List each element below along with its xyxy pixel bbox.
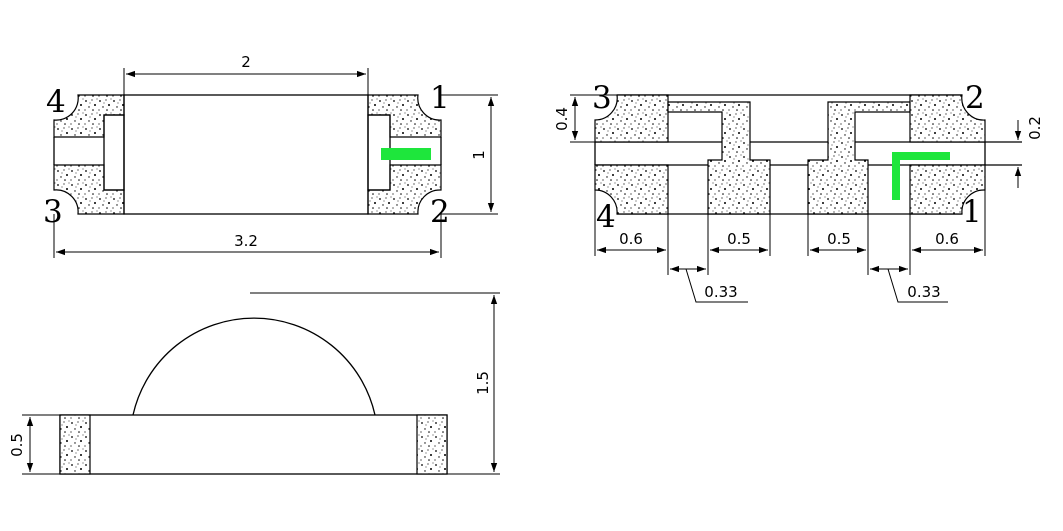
pad-layout-pad-4 [594, 164, 669, 215]
dim-width-label: 1 [470, 150, 488, 160]
side-view-base [59, 414, 448, 475]
top-view-polarity-mark [381, 148, 431, 160]
pad-layout-view: 0.4 0.2 0.6 0.5 0.5 0.6 0.33 0.33 [553, 80, 1044, 303]
pad-layout-polarity-mark-horizontal [892, 152, 950, 160]
top-view: 2 3.2 1 4 1 3 2 [43, 53, 498, 258]
pad-layout-pad-2 [909, 94, 986, 143]
pad-layout-polarity-mark-vertical [892, 152, 900, 200]
top-view-left-slot [103, 114, 125, 191]
pad-layout-pin-2: 2 [965, 80, 985, 116]
dim-left-offset-label: 0.33 [704, 283, 737, 301]
dim-left-pad-label: 0.6 [619, 230, 643, 248]
side-view-lens [132, 317, 376, 416]
top-view-pin-4: 4 [46, 84, 66, 120]
pad-layout-pin-4: 4 [596, 199, 616, 235]
pad-layout-pin-3: 3 [592, 80, 612, 116]
side-view-terminal-left [59, 414, 91, 475]
dim-pad-height-label: 0.4 [553, 107, 571, 131]
top-view-pin-3: 3 [43, 194, 63, 230]
top-view-pin-2: 2 [430, 194, 450, 230]
pad-layout-pad-3 [594, 94, 669, 143]
dim-right-offset-label: 0.33 [907, 283, 940, 301]
dim-right-inner-label: 0.5 [827, 230, 851, 248]
side-view-terminal-right [416, 414, 448, 475]
dim-left-inner-label: 0.5 [727, 230, 751, 248]
side-view: 1.5 0.5 [8, 292, 500, 475]
top-view-pin-1: 1 [430, 80, 450, 116]
dim-total-label: 3.2 [234, 232, 258, 250]
pad-layout-trace-left [667, 101, 771, 215]
dim-gap-label: 0.2 [1026, 116, 1044, 140]
top-view-body [123, 94, 369, 215]
pad-layout-pin-1: 1 [962, 194, 982, 230]
dim-height-label: 1.5 [474, 371, 492, 395]
dim-right-pad-label: 0.6 [935, 230, 959, 248]
dim-base-label: 0.5 [8, 433, 26, 457]
dim-length-label: 2 [241, 53, 251, 71]
